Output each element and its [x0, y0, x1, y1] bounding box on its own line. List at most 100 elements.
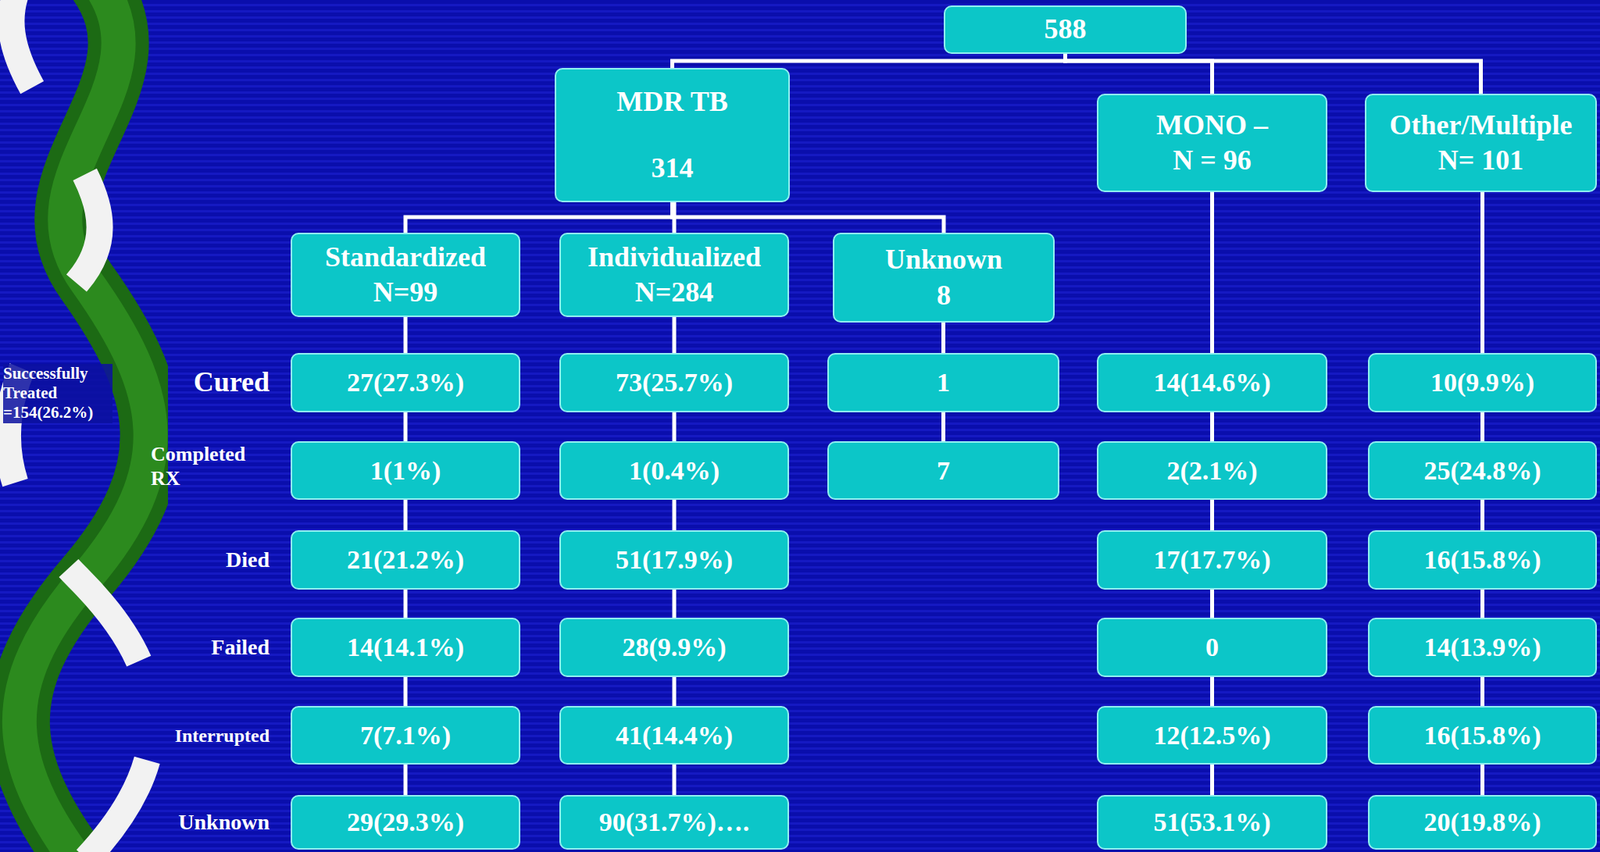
connector-line — [672, 317, 677, 354]
box-text: 21(21.2%) — [346, 544, 465, 575]
outcome-box: 90(31.7%)…. — [559, 795, 790, 850]
box-text: 8 — [936, 279, 951, 312]
box-text: 41(14.4%) — [615, 720, 733, 751]
box-text: MDR TB — [616, 85, 728, 118]
regimen-box: StandardizedN=99 — [290, 232, 521, 318]
box-text: 7(7.1%) — [360, 720, 451, 751]
connector-line — [403, 412, 408, 442]
box-text: 1 — [936, 367, 950, 398]
row-label: Cured — [193, 365, 270, 400]
outcome-box: 12(12.5%) — [1096, 706, 1328, 765]
box-text: 314 — [651, 152, 694, 185]
box-text: 588 — [1044, 13, 1087, 46]
box-text: 14(13.9%) — [1423, 632, 1541, 663]
connector-line — [672, 202, 945, 233]
row-label: Died — [225, 546, 270, 574]
box-text: 51(53.1%) — [1153, 807, 1271, 838]
row-label: Interrupted — [175, 725, 270, 748]
category-box: Other/MultipleN= 101 — [1364, 93, 1597, 193]
connector-line — [403, 764, 408, 796]
box-text: N=99 — [373, 276, 439, 309]
connector-line — [672, 53, 1066, 68]
connector-line — [1210, 412, 1215, 442]
connector-line — [1480, 589, 1485, 618]
box-text: 28(9.9%) — [621, 632, 726, 663]
connector-line — [672, 412, 677, 442]
connector-line — [405, 202, 673, 233]
connector-line — [672, 500, 677, 531]
box-text: Other/Multiple — [1389, 109, 1573, 142]
outcome-box: 1(1%) — [290, 441, 521, 500]
connector-line — [1480, 412, 1485, 442]
connector-line — [1480, 677, 1485, 707]
outcome-box: 21(21.2%) — [290, 530, 521, 590]
box-text: 12(12.5%) — [1153, 720, 1271, 751]
ribbon-strand — [7, 0, 153, 852]
outcome-box: 51(17.9%) — [559, 530, 790, 590]
row-label: Completed RX — [150, 442, 268, 491]
box-text: 7 — [936, 455, 950, 486]
connector-line — [941, 412, 946, 442]
box-text: Standardized — [325, 241, 486, 274]
row-label: Failed — [210, 634, 270, 661]
box-text: 27(27.3%) — [346, 367, 465, 398]
outcome-box: 73(25.7%) — [559, 353, 790, 413]
ribbon-band — [19, 0, 151, 852]
outcome-box: 7 — [827, 441, 1060, 500]
box-text: N = 96 — [1172, 144, 1252, 177]
box-text: 1(0.4%) — [628, 455, 720, 486]
box-text: Individualized — [587, 241, 761, 274]
box-text: 20(19.8%) — [1423, 807, 1541, 838]
box-text: Unknown — [885, 243, 1003, 276]
connector-line — [1210, 589, 1215, 618]
connector-line — [672, 589, 677, 618]
connector-line — [1480, 500, 1485, 531]
box-text: 16(15.8%) — [1423, 544, 1541, 575]
connector-line — [1210, 677, 1215, 707]
connector-line — [941, 322, 946, 354]
regimen-box: Unknown8 — [832, 232, 1055, 323]
outcome-box: 41(14.4%) — [559, 706, 790, 765]
box-text: 51(17.9%) — [615, 544, 733, 575]
box-text: 25(24.8%) — [1423, 455, 1541, 486]
outcome-box: 14(13.9%) — [1367, 617, 1597, 678]
connector-line — [1065, 53, 1482, 94]
outcome-box: 17(17.7%) — [1096, 530, 1328, 590]
outcome-box: 14(14.1%) — [290, 617, 521, 678]
connector-line — [403, 317, 408, 354]
connector-line — [1480, 764, 1485, 796]
outcome-box: 16(15.8%) — [1367, 530, 1597, 590]
outcome-box: 7(7.1%) — [290, 706, 521, 765]
connector-line — [1210, 192, 1215, 354]
box-text: 17(17.7%) — [1153, 544, 1271, 575]
outcome-box: 29(29.3%) — [290, 795, 521, 850]
box-text: MONO – — [1156, 109, 1268, 142]
note-text: Successfully Treated =154(26.2%) — [3, 364, 113, 424]
outcome-box: 51(53.1%) — [1096, 795, 1328, 850]
box-text: N= 101 — [1438, 144, 1525, 177]
box-text: 14(14.1%) — [346, 632, 465, 663]
outcome-box: 28(9.9%) — [559, 617, 790, 678]
outcome-box: 20(19.8%) — [1367, 795, 1597, 850]
connector-line — [403, 589, 408, 618]
row-label: Unknown — [178, 809, 270, 836]
box-text: 16(15.8%) — [1423, 720, 1541, 751]
outcome-box: 27(27.3%) — [290, 353, 521, 413]
ribbon-band — [19, 0, 151, 852]
outcome-box: 25(24.8%) — [1367, 441, 1597, 500]
connector-line — [1210, 500, 1215, 531]
total-box: 588 — [943, 5, 1187, 54]
outcome-box: 16(15.8%) — [1367, 706, 1597, 765]
connector-line — [672, 764, 677, 796]
category-box: MONO –N = 96 — [1096, 93, 1328, 193]
outcome-box: 0 — [1096, 617, 1328, 678]
connector-line — [1210, 764, 1215, 796]
outcome-box: 1 — [827, 353, 1060, 413]
box-text: 10(9.9%) — [1430, 367, 1535, 398]
outcome-box: 2(2.1%) — [1096, 441, 1328, 500]
category-box: MDR TB 314 — [554, 67, 790, 203]
outcome-box: 14(14.6%) — [1096, 353, 1328, 413]
box-text: 1(1%) — [370, 455, 442, 486]
box-text: N=284 — [635, 276, 715, 309]
